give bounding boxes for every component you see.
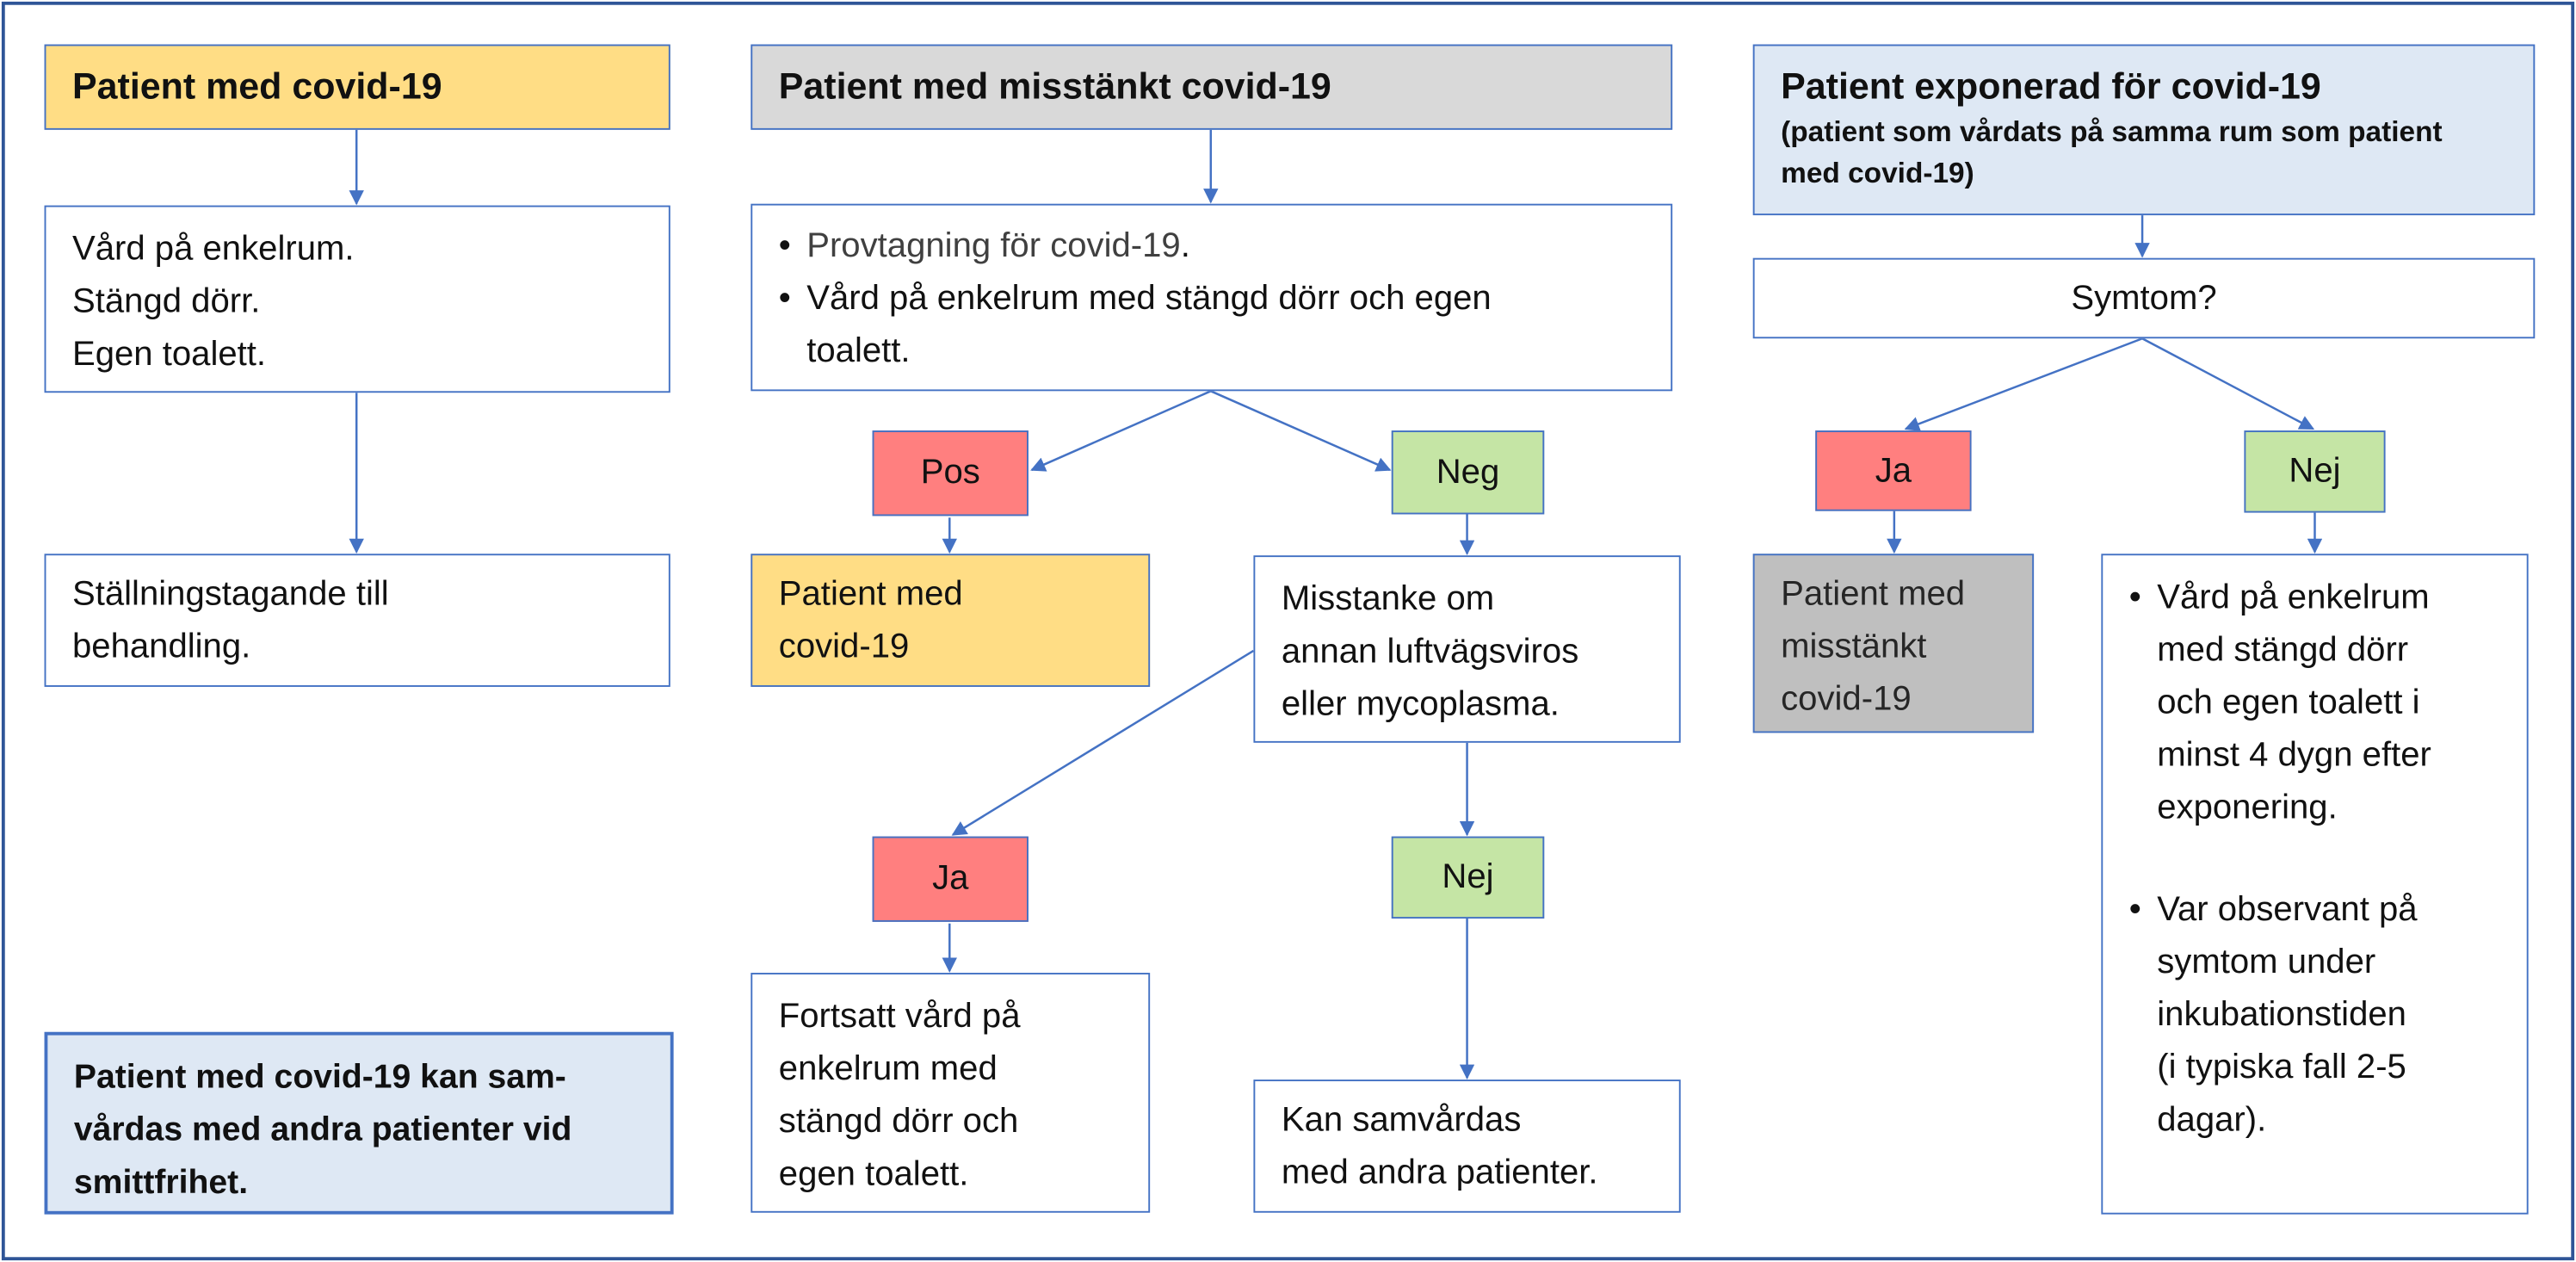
arrow-symptom-to-nej xyxy=(2141,337,2315,430)
continued-isolation-box: Fortsatt vård på enkelrum med stängd dör… xyxy=(751,973,1151,1213)
nej-node-symptom: Nej xyxy=(2244,430,2386,513)
exposed-covid-subheader-line: med covid-19) xyxy=(1781,156,1974,189)
testing-bullet-end: . xyxy=(1180,226,1190,265)
cohort-care-line: Kan samvårdas xyxy=(1281,1100,1522,1139)
continued-isolation-line: enkelrum med xyxy=(778,1049,998,1088)
note-line: vårdas med andra patienter vid xyxy=(73,1110,572,1149)
suspicion-line: annan luftvägsviros xyxy=(1281,632,1579,671)
quarantine-line: och egen toalett i xyxy=(2157,684,2420,721)
cohort-care-box: Kan samvårdas med andra patienter. xyxy=(1253,1080,1681,1213)
observation-line: dagar). xyxy=(2157,1100,2267,1139)
observation-line: Var observant på xyxy=(2157,890,2418,929)
treatment-box: Ställningstagande till behandling. xyxy=(44,554,670,687)
isolation-bullet-line: toalett. xyxy=(806,331,911,370)
suspicion-line: Misstanke om xyxy=(1281,579,1495,618)
pos-outcome-box: Patient med covid-19 xyxy=(751,554,1151,687)
symptom-question-text: Symtom? xyxy=(2071,278,2217,317)
note-line: smittfrihet. xyxy=(73,1163,249,1202)
care-line: Vård på enkelrum. xyxy=(71,230,355,269)
confirmed-covid-header-text: Patient med covid-19 xyxy=(71,65,442,108)
quarantine-line: exponering. xyxy=(2157,789,2338,827)
exposed-covid-subheader-line: (patient som vårdats på samma rum som pa… xyxy=(1781,114,2443,148)
nej-node-suspicion: Nej xyxy=(1391,836,1545,919)
suspected-covid-header: Patient med misstänkt covid-19 xyxy=(751,44,1673,130)
suspected-outcome-box: Patient med misstänkt covid-19 xyxy=(1752,554,2035,733)
nej-label: Nej xyxy=(1442,857,1494,896)
ja-node-suspicion: Ja xyxy=(872,836,1029,922)
symptom-question-box: Symtom? xyxy=(1752,257,2536,339)
ja-label: Ja xyxy=(932,859,969,898)
pos-outcome-line: Patient med xyxy=(778,575,963,614)
observation-line: (i typiska fall 2-5 xyxy=(2157,1048,2406,1086)
continued-isolation-line: stängd dörr och xyxy=(778,1102,1019,1141)
testing-box: Provtagning för covid-19. Vård på enkelr… xyxy=(751,203,1673,392)
observation-bullet: Var observant på symtom under inkubation… xyxy=(2129,884,2500,1147)
pos-label: Pos xyxy=(920,453,980,492)
pos-outcome-line: covid-19 xyxy=(778,628,910,666)
ja-node-symptom: Ja xyxy=(1815,430,1972,511)
ja-label: Ja xyxy=(1875,450,1912,489)
cohort-care-line: med andra patienter. xyxy=(1281,1154,1598,1191)
observation-line: symtom under xyxy=(2157,943,2376,981)
exposed-covid-header: Patient exponerad för covid-19 (patient … xyxy=(1752,44,2536,216)
neg-label: Neg xyxy=(1436,452,1500,491)
continued-isolation-line: Fortsatt vård på xyxy=(778,997,1021,1036)
suspected-outcome-line: covid-19 xyxy=(1781,680,1912,719)
treatment-line: Ställningstagande till xyxy=(71,575,389,614)
neg-result-node: Neg xyxy=(1391,430,1545,515)
exposed-care-box: Vård på enkelrum med stängd dörr och ege… xyxy=(2101,554,2529,1215)
confirmed-covid-header: Patient med covid-19 xyxy=(44,44,670,130)
suspicion-line: eller mycoplasma. xyxy=(1281,684,1560,723)
testing-bullet-text: Provtagning för covid-19 xyxy=(806,226,1181,265)
quarantine-bullet: Vård på enkelrum med stängd dörr och ege… xyxy=(2129,572,2500,834)
nej-label: Nej xyxy=(2289,451,2341,490)
care-line: Stängd dörr. xyxy=(71,282,261,321)
pos-result-node: Pos xyxy=(872,430,1029,517)
arrow-symptom-to-ja xyxy=(1904,337,2143,431)
quarantine-line: minst 4 dygn efter xyxy=(2157,736,2431,775)
other-virus-suspicion-box: Misstanke om annan luftvägsviros eller m… xyxy=(1253,555,1681,743)
cohort-care-note-box: Patient med covid-19 kan sam- vårdas med… xyxy=(44,1031,674,1215)
isolation-bullet-line: Vård på enkelrum med stängd dörr och ege… xyxy=(806,279,1492,318)
suspected-outcome-line: misstänkt xyxy=(1781,628,1927,666)
exposed-covid-header-text: Patient exponerad för covid-19 xyxy=(1781,65,2321,108)
quarantine-line: Vård på enkelrum xyxy=(2157,578,2430,616)
note-line: Patient med covid-19 kan sam- xyxy=(73,1058,566,1097)
suspected-outcome-line: Patient med xyxy=(1781,575,1966,614)
isolation-care-box: Vård på enkelrum. Stängd dörr. Egen toal… xyxy=(44,205,670,393)
observation-line: inkubationstiden xyxy=(2157,995,2406,1034)
treatment-line: behandling. xyxy=(71,628,251,666)
suspected-covid-header-text: Patient med misstänkt covid-19 xyxy=(778,65,1331,108)
testing-bullet: Provtagning för covid-19. xyxy=(779,220,1645,273)
continued-isolation-line: egen toalett. xyxy=(778,1154,969,1193)
arrow-testing-to-neg xyxy=(1210,390,1392,472)
isolation-bullet: Vård på enkelrum med stängd dörr och ege… xyxy=(779,273,1645,378)
arrow-testing-to-pos xyxy=(1030,390,1212,472)
quarantine-line: med stängd dörr xyxy=(2157,630,2409,669)
care-line: Egen toalett. xyxy=(71,335,267,374)
arrow-suspicion-to-ja xyxy=(951,649,1255,836)
